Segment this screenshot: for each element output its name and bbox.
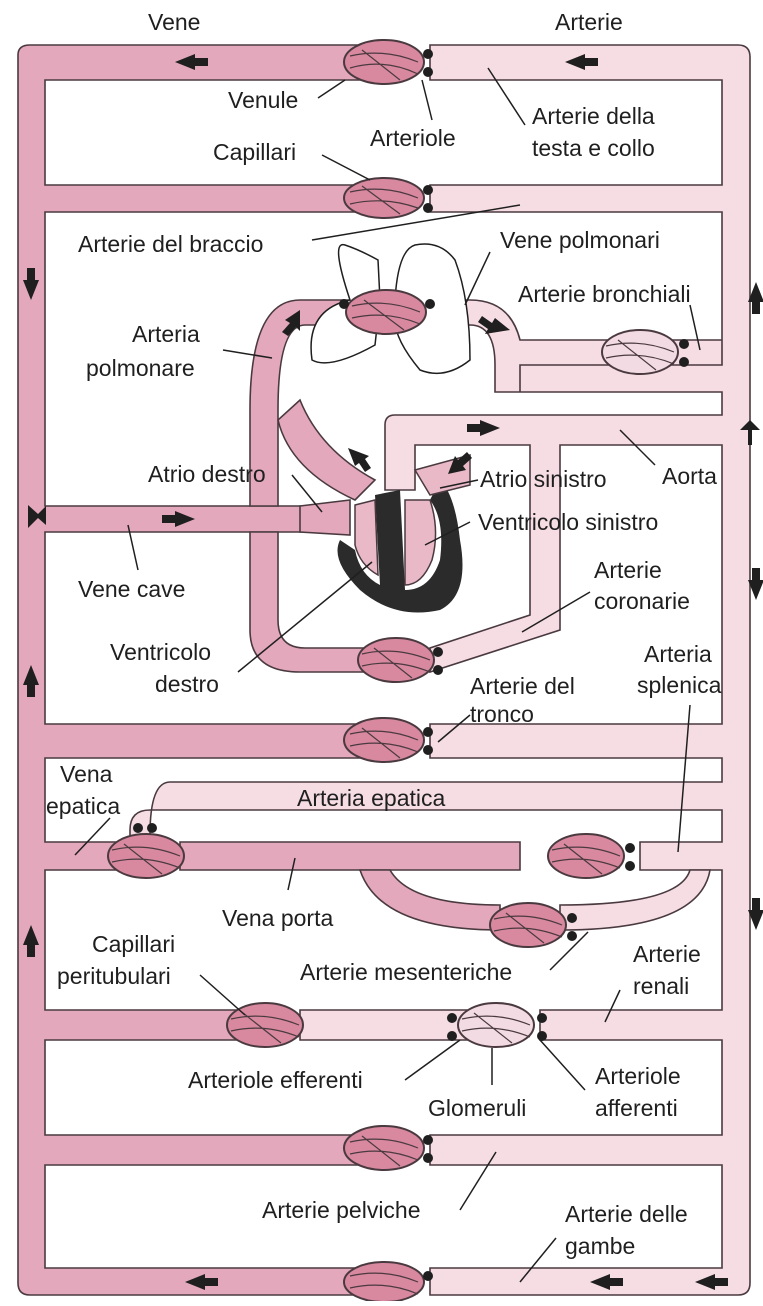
label-arterie-gambe-1: Arterie delle bbox=[565, 1201, 688, 1227]
capillary-trunk bbox=[344, 718, 424, 762]
label-arterie-renali-2: renali bbox=[633, 973, 689, 999]
label-arterie-tronco-2: tronco bbox=[470, 701, 534, 727]
label-arterie-braccio: Arterie del braccio bbox=[78, 231, 263, 257]
label-arterie-mesenteriche: Arterie mesenteriche bbox=[300, 959, 512, 985]
label-atrio-destro: Atrio destro bbox=[148, 461, 266, 487]
label-aorta: Aorta bbox=[662, 463, 717, 489]
capillary-head bbox=[344, 40, 424, 84]
label-arteria-polmonare-1: Arteria bbox=[132, 321, 200, 347]
label-arterie-gambe-2: gambe bbox=[565, 1233, 635, 1259]
label-arterie-renali-1: Arterie bbox=[633, 941, 701, 967]
label-capillari-peritubulari-2: peritubulari bbox=[57, 963, 171, 989]
label-arteriole-afferenti-1: Arteriole bbox=[595, 1063, 681, 1089]
label-arterie: Arterie bbox=[555, 9, 623, 35]
capillary-coronary bbox=[358, 638, 434, 682]
label-arterie-testa-1: Arterie della bbox=[532, 103, 655, 129]
capillary-arm bbox=[344, 178, 424, 218]
capillary-glomerulus bbox=[458, 1003, 534, 1047]
capillary-bronchial bbox=[602, 330, 678, 374]
label-vene: Vene bbox=[148, 9, 200, 35]
label-arteria-epatica: Arteria epatica bbox=[297, 785, 446, 811]
label-arterie-testa-2: testa e collo bbox=[532, 135, 655, 161]
capillary-mesenteric bbox=[490, 903, 566, 947]
label-arteria-splenica-1: Arteria bbox=[644, 641, 712, 667]
label-arteriole-afferenti-2: afferenti bbox=[595, 1095, 678, 1121]
capillary-legs bbox=[344, 1262, 424, 1301]
label-arterie-coronarie-1: Arterie bbox=[594, 557, 662, 583]
label-glomeruli: Glomeruli bbox=[428, 1095, 526, 1121]
label-vena-porta: Vena porta bbox=[222, 905, 333, 931]
pulmonary-trunk bbox=[278, 400, 375, 500]
label-arterie-tronco-1: Arterie del bbox=[470, 673, 575, 699]
label-vena-epatica-2: epatica bbox=[46, 793, 120, 819]
label-capillari-peritubulari-1: Capillari bbox=[92, 931, 175, 957]
label-ventricolo-destro-1: Ventricolo bbox=[110, 639, 211, 665]
label-arterie-pelviche: Arterie pelviche bbox=[262, 1197, 421, 1223]
renal-artery-tube bbox=[300, 1010, 470, 1040]
label-arteria-splenica-2: splenica bbox=[637, 672, 722, 698]
label-arterie-coronarie-2: coronarie bbox=[594, 588, 690, 614]
label-ventricolo-sinistro: Ventricolo sinistro bbox=[478, 509, 658, 535]
label-venule: Venule bbox=[228, 87, 298, 113]
label-arteriole-efferenti: Arteriole efferenti bbox=[188, 1067, 363, 1093]
label-vene-polmonari: Vene polmonari bbox=[500, 227, 660, 253]
portal-vein-tube bbox=[180, 842, 520, 870]
right-atrium-inflow bbox=[300, 500, 350, 535]
mesenteric-vein-tube bbox=[360, 870, 500, 930]
label-atrio-sinistro: Atrio sinistro bbox=[480, 466, 607, 492]
mesenteric-artery-tube bbox=[560, 870, 710, 930]
capillary-lung bbox=[346, 290, 426, 334]
label-arteria-polmonare-2: polmonare bbox=[86, 355, 195, 381]
capillary-liver bbox=[108, 834, 184, 878]
label-vene-cave: Vene cave bbox=[78, 576, 185, 602]
label-ventricolo-destro-2: destro bbox=[155, 671, 219, 697]
capillary-spleen bbox=[548, 834, 624, 878]
label-arteriole: Arteriole bbox=[370, 125, 456, 151]
label-arterie-bronchiali: Arterie bronchiali bbox=[518, 281, 691, 307]
capillary-pelvis bbox=[344, 1126, 424, 1170]
label-vena-epatica-1: Vena bbox=[60, 761, 113, 787]
label-capillari: Capillari bbox=[213, 139, 296, 165]
